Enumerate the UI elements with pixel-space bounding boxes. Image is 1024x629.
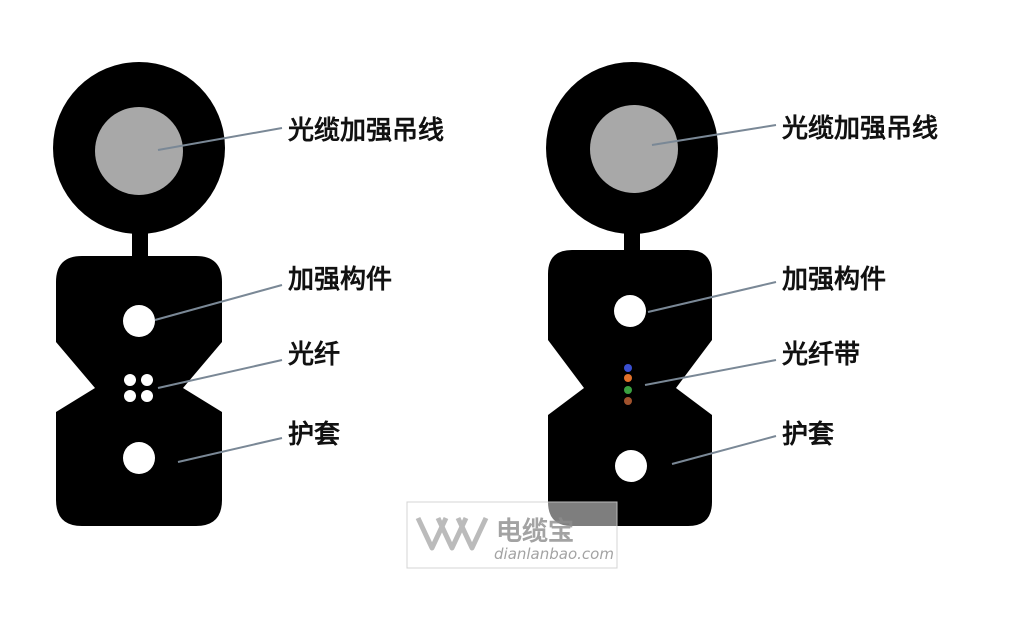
right-ribbon-fiber-2	[624, 374, 632, 382]
right-messenger-wire	[590, 105, 678, 193]
right-leader-messenger	[651, 124, 777, 146]
right-strength-member	[614, 295, 646, 327]
left-fiber-4	[141, 390, 153, 402]
right-ribbon-fiber-4	[624, 397, 632, 405]
left-leader-strength	[154, 284, 283, 321]
right-bottom-hole	[615, 450, 647, 482]
left-strength-member	[123, 305, 155, 337]
watermark: 电缆宝 dianlanbao.com	[406, 501, 618, 569]
right-label-fiber-ribbon: 光纤带	[781, 340, 860, 370]
left-fiber-1	[124, 374, 136, 386]
left-labels: 光缆加强吊线 加强构件 光纤 护套	[287, 115, 444, 450]
left-leader-jacket	[177, 437, 283, 463]
right-fiber-ribbon	[624, 364, 632, 405]
right-ribbon-fiber-3	[624, 386, 632, 394]
left-leader-messenger	[157, 127, 283, 151]
right-leader-strength	[647, 281, 777, 313]
left-label-fiber: 光纤	[287, 340, 340, 370]
left-neck	[132, 228, 148, 258]
watermark-logo-icon	[415, 516, 489, 551]
watermark-box	[406, 501, 618, 569]
watermark-brand: 电缆宝	[496, 516, 574, 547]
left-label-strength-member: 加强构件	[288, 265, 392, 295]
left-leaders	[154, 127, 283, 463]
left-messenger-wire	[95, 107, 183, 195]
left-leader-fiber	[157, 359, 283, 389]
left-cable-jacket	[56, 256, 222, 526]
left-cable	[53, 62, 225, 526]
left-fiber-3	[124, 390, 136, 402]
left-bottom-hole	[123, 442, 155, 474]
right-neck	[624, 228, 640, 252]
right-leader-jacket	[671, 435, 777, 465]
right-leader-ribbon	[644, 359, 777, 386]
right-label-jacket: 护套	[782, 420, 835, 450]
left-label-messenger: 光缆加强吊线	[287, 115, 444, 146]
left-fiber-2	[141, 374, 153, 386]
left-label-jacket: 护套	[288, 420, 341, 450]
right-ribbon-fiber-1	[624, 364, 632, 372]
right-label-strength-member: 加强构件	[782, 265, 886, 295]
watermark-url: dianlanbao.com	[494, 545, 614, 563]
right-label-messenger: 光缆加强吊线	[781, 113, 938, 144]
right-labels: 光缆加强吊线 加强构件 光纤带 护套	[781, 113, 938, 450]
right-cable	[546, 62, 718, 526]
right-leaders	[644, 124, 777, 465]
